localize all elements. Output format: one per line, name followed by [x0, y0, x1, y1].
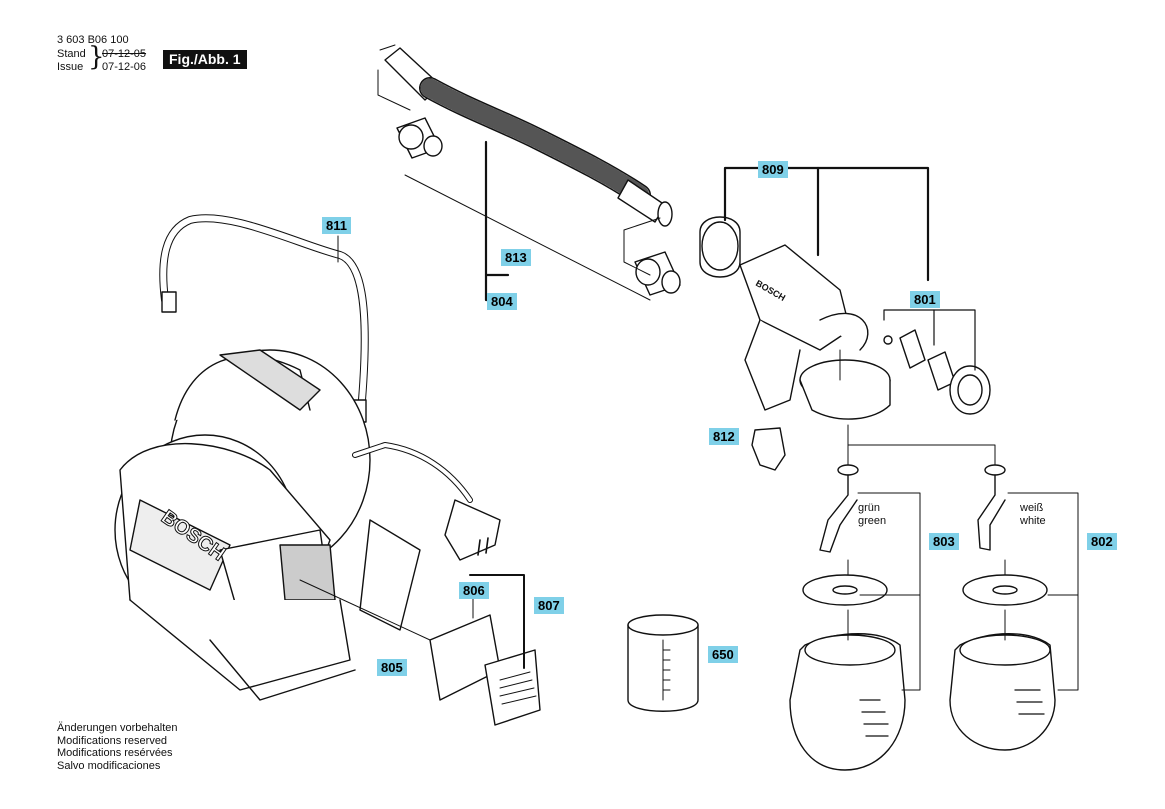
disclaimer-block: Änderungen vorbehalten Modifications res…	[57, 722, 177, 772]
stand-label: Stand	[57, 48, 86, 60]
nozzle-812-drawing	[751, 427, 786, 471]
part-label-804: 804	[487, 293, 517, 310]
disclaimer-en: Modifications reserved	[57, 734, 168, 747]
stand-date: 07-12-05	[102, 48, 147, 60]
part-label-802: 802	[1087, 533, 1117, 550]
part-label-807: 807	[534, 597, 564, 614]
brace-glyph: }	[88, 42, 105, 72]
sleeve-upper-drawing	[396, 117, 443, 159]
hose-drawing	[384, 47, 673, 227]
part-number: 3 603 B06 100	[57, 34, 129, 46]
nozzle-left-label-2: green	[858, 515, 887, 527]
container-right-drawing	[949, 464, 1056, 751]
container-left-drawing	[789, 424, 996, 771]
issue-label: Issue	[57, 61, 84, 73]
part-label-811: 811	[322, 217, 351, 234]
nozzle-left-label-1: grün	[858, 502, 881, 514]
issue-date: 07-12-06	[102, 61, 147, 73]
disclaimer-de: Änderungen vorbehalten	[57, 722, 178, 734]
filter-drawing	[429, 614, 541, 726]
part-label-803: 803	[929, 533, 959, 550]
part-label-806: 806	[459, 582, 489, 599]
part-label-650: 650	[708, 646, 738, 663]
figure-label: Fig./Abb. 1	[163, 50, 247, 69]
spray-gun-drawing	[699, 216, 891, 420]
part-label-812: 812	[709, 428, 739, 445]
part-label-805: 805	[377, 659, 407, 676]
disclaimer-fr: Modifications resérvées	[57, 747, 173, 759]
nozzle-right-label-1: weiß	[1020, 502, 1044, 514]
part-label-801: 801	[910, 291, 940, 308]
part-label-809: 809	[758, 161, 788, 178]
disclaimer-es: Salvo modificaciones	[57, 759, 161, 772]
sleeve-lower-drawing	[634, 251, 681, 296]
base-unit-drawing	[114, 349, 501, 701]
strap-drawing	[159, 214, 369, 423]
nozzle-parts-drawing	[883, 329, 991, 415]
nozzle-right-label-2: white	[1020, 515, 1046, 527]
measuring-cup-drawing	[627, 614, 699, 712]
part-label-813: 813	[501, 249, 531, 266]
